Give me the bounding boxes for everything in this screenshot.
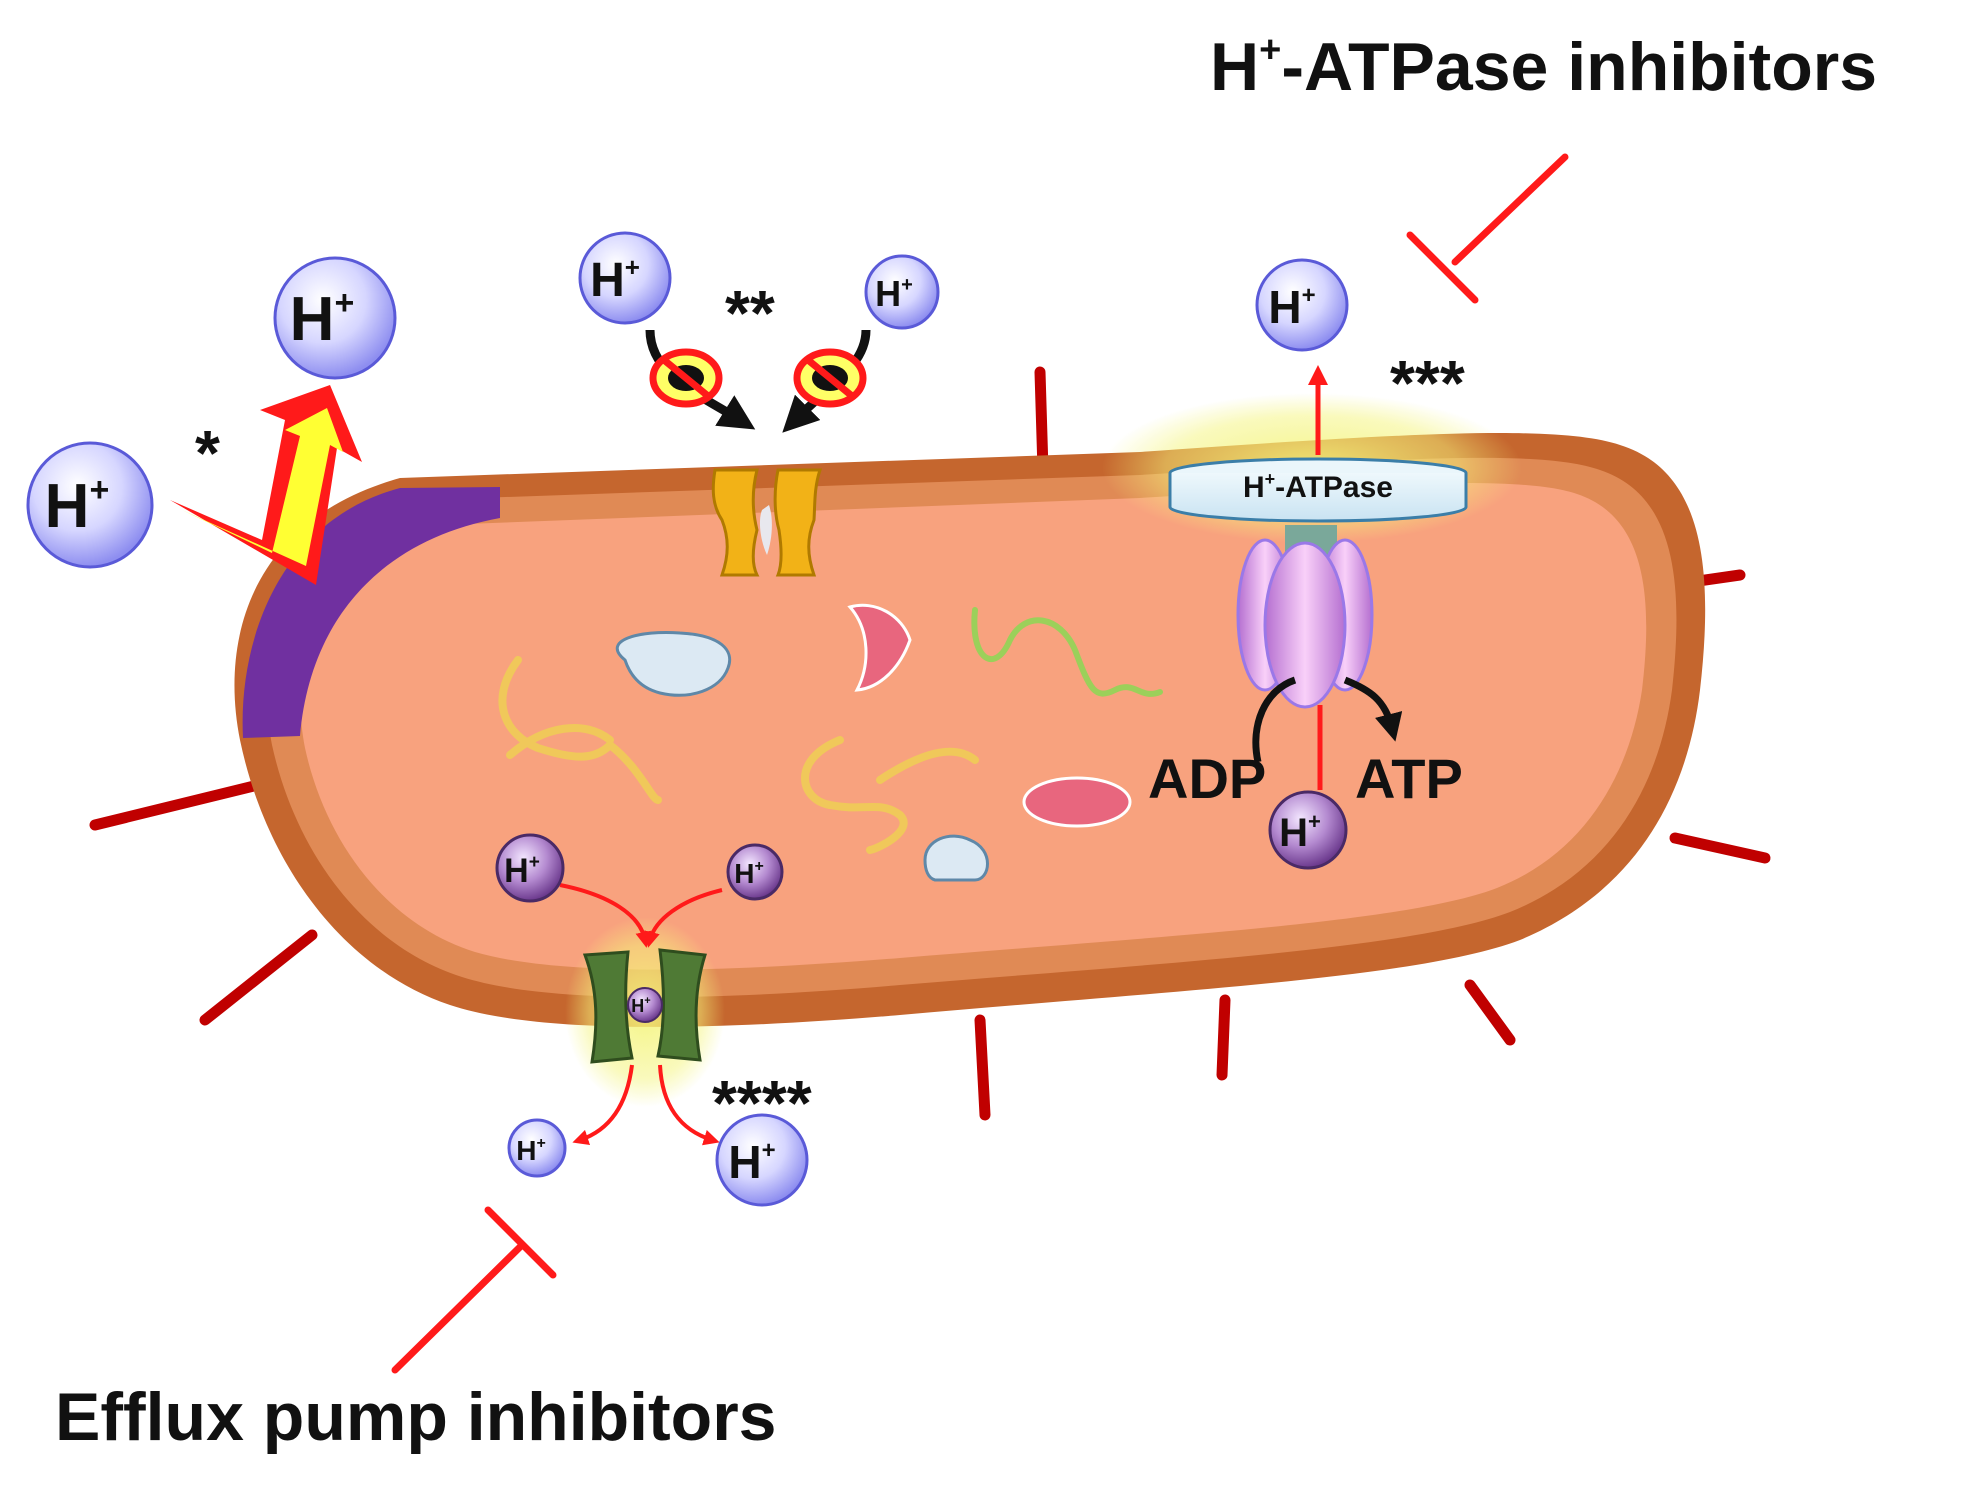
proton-icon: H+ xyxy=(726,843,784,901)
svg-text:H+: H+ xyxy=(1268,281,1315,333)
proton-icon: H+ xyxy=(578,231,672,325)
marker-four-star: **** xyxy=(712,1067,812,1139)
no-entry-icon xyxy=(649,348,723,408)
svg-text:H+: H+ xyxy=(45,471,110,541)
svg-text:H+: H+ xyxy=(631,995,650,1016)
atp-synthase-icon xyxy=(1168,457,1468,709)
atpase-inhibitors-label: H+-ATPase inhibitors xyxy=(1210,29,1877,105)
svg-text:H+: H+ xyxy=(875,273,913,314)
marker-two-star: ** xyxy=(725,277,775,349)
svg-text:H+: H+ xyxy=(590,252,640,307)
efflux-pump-icon xyxy=(582,948,707,1064)
inhibition-t-bar-icon xyxy=(391,1206,557,1374)
proton-icon: H+ xyxy=(507,1118,567,1178)
adp-label: ADP xyxy=(1148,747,1266,810)
svg-text:H+: H+ xyxy=(734,858,764,889)
no-entry-icon xyxy=(793,348,867,408)
svg-text:H+: H+ xyxy=(1279,809,1321,855)
proton-icon: H+ xyxy=(26,441,154,569)
atp-synthase-arrows xyxy=(1252,365,1403,790)
proton-icon: H+ xyxy=(495,833,565,903)
cytoplasm xyxy=(300,482,1647,970)
porin-channel-icon xyxy=(711,468,823,577)
proton-icon: H+ xyxy=(1255,258,1349,352)
svg-text:H+: H+ xyxy=(504,852,540,890)
marker-one-star: * xyxy=(195,417,220,489)
proton-icon: H+ xyxy=(864,254,940,330)
proton-icon: H+ xyxy=(715,1113,809,1207)
svg-text:H+: H+ xyxy=(290,284,355,354)
proton-icon: H+ xyxy=(1268,790,1348,870)
atpase-label: H+-ATPase xyxy=(1243,469,1393,504)
inhibition-t-bar-icon xyxy=(1406,153,1569,304)
atp-label: ATP xyxy=(1355,747,1463,810)
efflux-pump-inhibitors-label: Efflux pump inhibitors xyxy=(55,1379,777,1455)
efflux-arrows xyxy=(559,883,723,1146)
svg-text:H+: H+ xyxy=(516,1135,546,1166)
svg-text:H+: H+ xyxy=(728,1136,775,1188)
proton-icon: H+ xyxy=(273,256,397,380)
marker-three-star: *** xyxy=(1390,347,1465,419)
proton-icon: H+ xyxy=(627,987,663,1023)
proton-uptake-arrow xyxy=(170,385,362,585)
cytoplasm-contents xyxy=(498,603,1163,882)
bacterial-cell xyxy=(234,433,1706,1027)
